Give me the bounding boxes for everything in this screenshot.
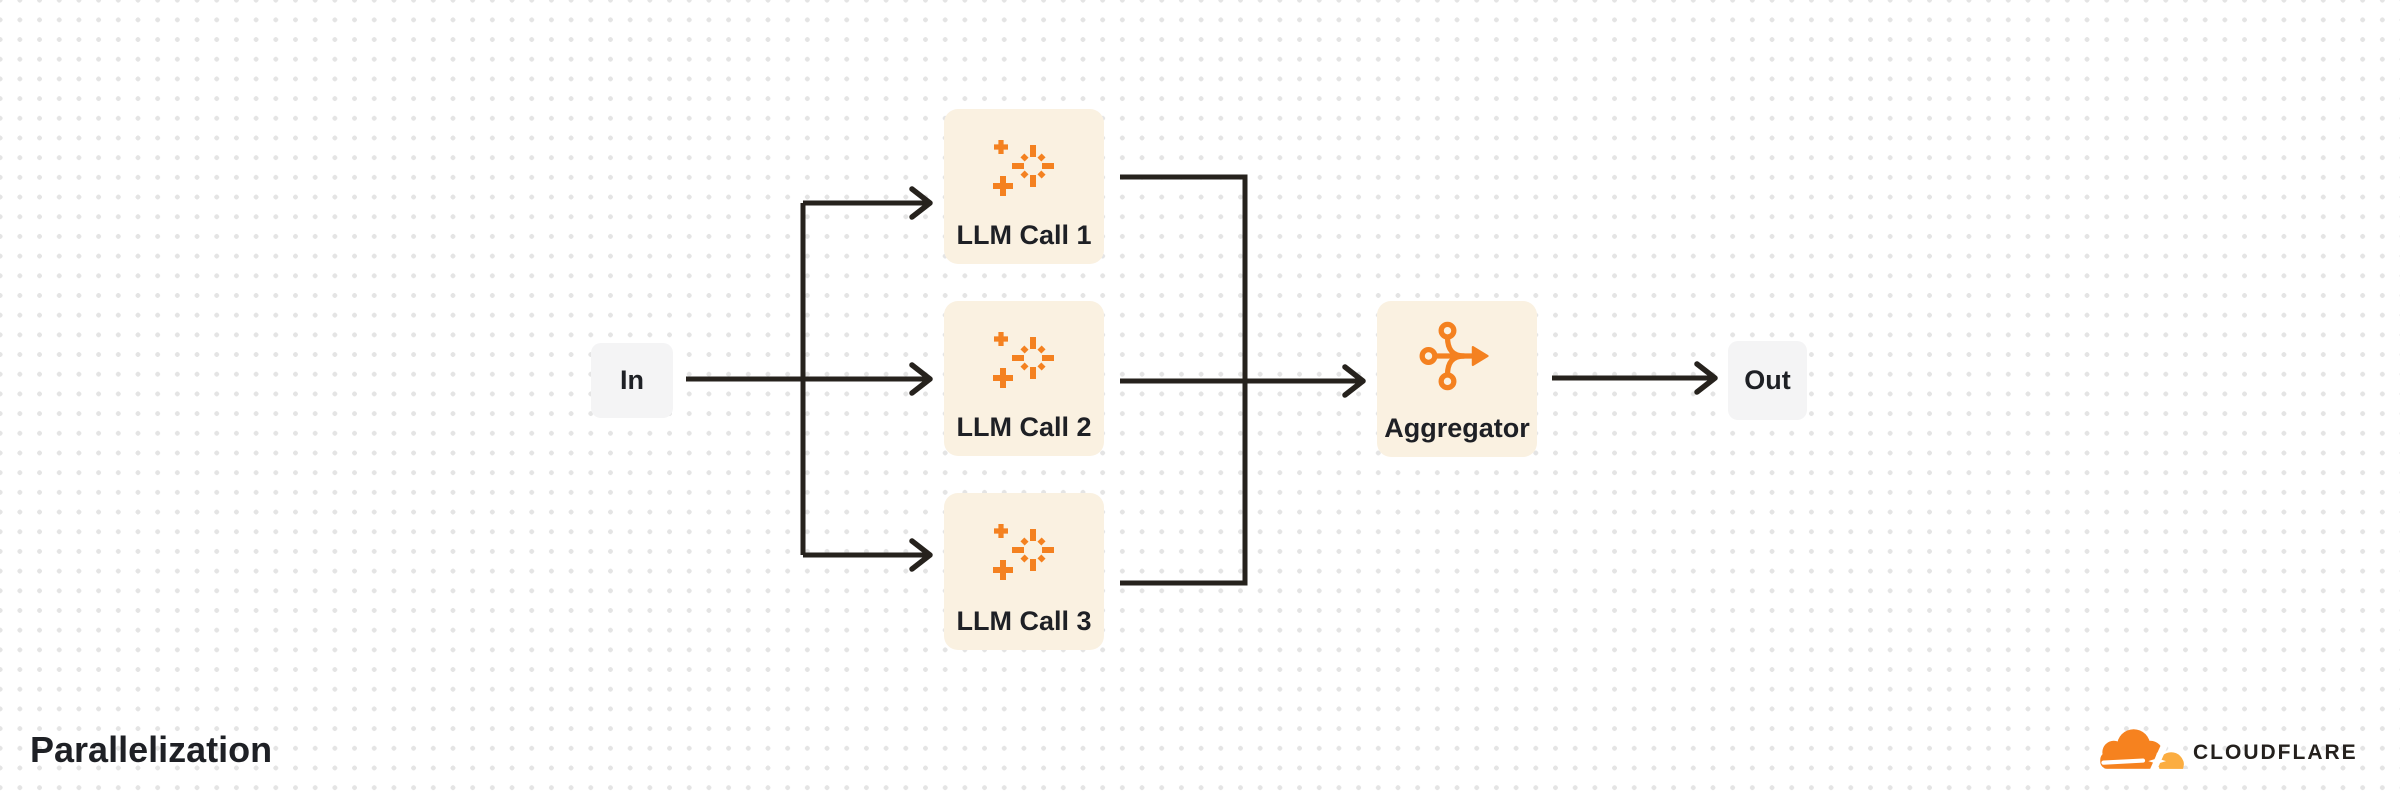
page-title: Parallelization bbox=[30, 729, 273, 770]
cloudflare-cloud-icon bbox=[2096, 723, 2188, 777]
node-llm-call-3-label: LLM Call 3 bbox=[956, 606, 1092, 636]
node-llm-call-1: LLM Call 1 bbox=[944, 109, 1104, 264]
arrowhead-llm3 bbox=[909, 538, 933, 572]
arrowhead-aggregator bbox=[1342, 364, 1366, 398]
cloudflare-wordmark: CLOUDFLARE bbox=[2193, 741, 2358, 764]
node-llm-call-2: LLM Call 2 bbox=[944, 301, 1104, 456]
node-llm-call-2-label: LLM Call 2 bbox=[956, 412, 1092, 442]
arrowhead-out bbox=[1694, 361, 1718, 395]
sparkle-icon bbox=[992, 136, 1056, 205]
node-in: In bbox=[591, 343, 673, 418]
node-out-label: Out bbox=[1744, 365, 1791, 395]
sparkle-icon bbox=[992, 520, 1056, 589]
sparkle-icon bbox=[992, 328, 1056, 397]
node-aggregator: Aggregator bbox=[1377, 301, 1537, 457]
node-out: Out bbox=[1728, 341, 1807, 420]
node-aggregator-label: Aggregator bbox=[1384, 413, 1530, 443]
merge-arrow-icon bbox=[1419, 319, 1495, 398]
node-llm-call-3: LLM Call 3 bbox=[944, 493, 1104, 650]
node-in-label: In bbox=[620, 365, 644, 395]
arrowhead-llm2 bbox=[909, 362, 933, 396]
node-llm-call-1-label: LLM Call 1 bbox=[956, 220, 1092, 250]
arrowhead-llm1 bbox=[909, 186, 933, 220]
cloudflare-logo: CLOUDFLARE bbox=[2096, 723, 2358, 777]
